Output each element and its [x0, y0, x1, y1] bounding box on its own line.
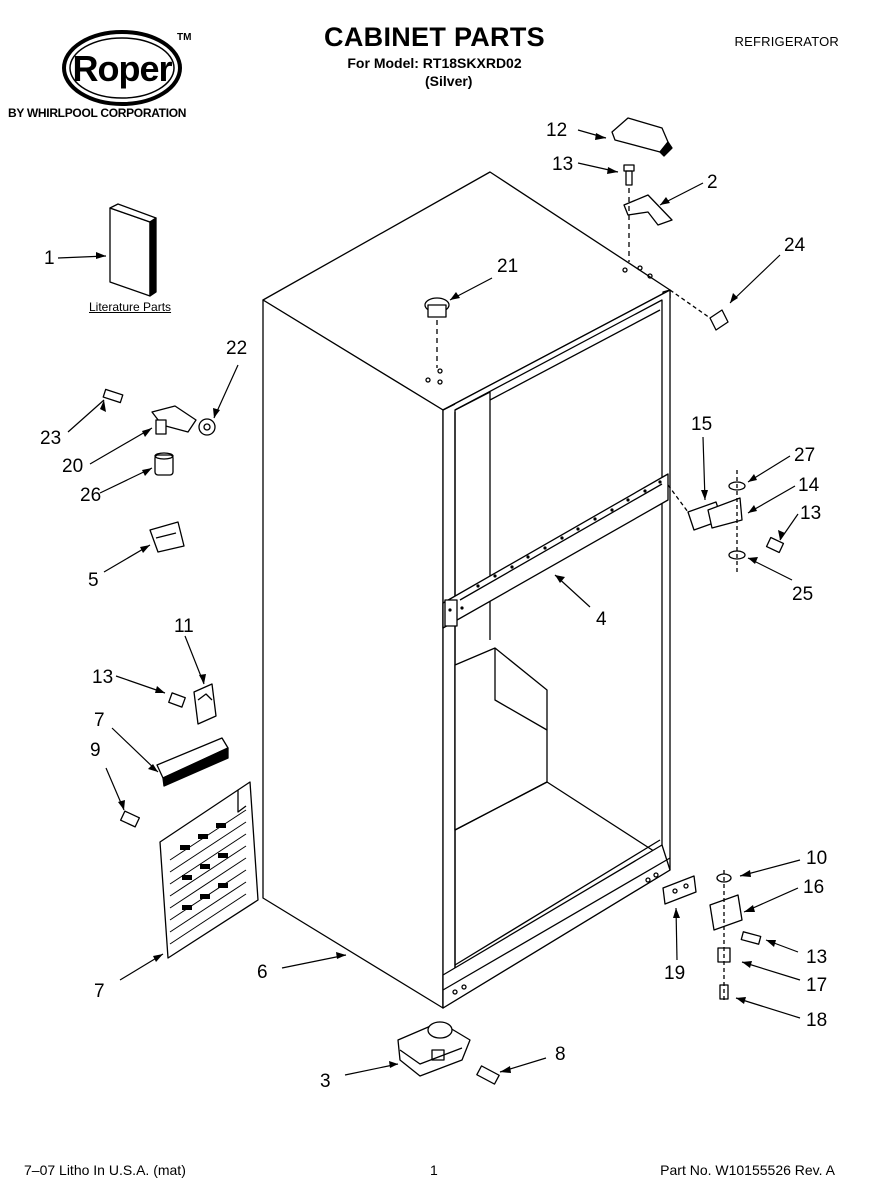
hinge-clip: [149, 521, 185, 553]
literature-book: [109, 203, 157, 297]
callout-25: 25: [792, 584, 813, 605]
callout-3: 3: [320, 1071, 331, 1092]
callout-13d: 13: [806, 947, 827, 968]
callout-8: 8: [555, 1044, 566, 1065]
foam-bar-7: [156, 737, 229, 787]
bottom-hinge-assembly: [709, 870, 762, 1000]
shim-19: [662, 875, 697, 905]
callout-23: 23: [40, 428, 61, 449]
callout-16: 16: [803, 877, 824, 898]
callout-13: 13: [552, 154, 573, 175]
category-label: REFRIGERATOR: [734, 34, 839, 49]
trademark-mark: TM: [177, 32, 191, 43]
model-line: For Model: RT18SKXRD02: [347, 55, 522, 71]
door-stop-bumper: [669, 289, 729, 331]
roper-logo: Roper TM: [60, 26, 192, 108]
leveling-roller: [397, 1021, 471, 1077]
clip-11: [168, 683, 217, 725]
callout-10: 10: [806, 848, 827, 869]
callout-27: 27: [794, 445, 815, 466]
byline: BY WHIRLPOOL CORPORATION: [8, 106, 187, 120]
callout-2: 2: [707, 172, 718, 193]
callout-4: 4: [596, 609, 607, 630]
literature-parts-label: Literature Parts: [89, 300, 172, 314]
hole-plug: [424, 297, 450, 368]
callout-11: 11: [174, 616, 194, 637]
logo-wordmark: Roper: [72, 48, 172, 89]
rear-access-cover: [159, 781, 259, 959]
callout-14: 14: [798, 475, 820, 496]
divider-rail: [442, 473, 669, 629]
callout-18: 18: [806, 1010, 827, 1031]
callout-17: 17: [806, 975, 827, 996]
callout-12: 12: [546, 120, 567, 141]
hinge-pin-assembly: [102, 388, 216, 476]
callout-24: 24: [784, 235, 806, 256]
callout-20: 20: [62, 456, 83, 477]
callout-13c: 13: [92, 667, 113, 688]
center-hinge-assembly: [667, 470, 785, 575]
callout-7b: 7: [94, 981, 105, 1002]
color-line: (Silver): [425, 73, 473, 89]
callout-5: 5: [88, 570, 99, 591]
callout-6: 6: [257, 962, 268, 983]
leveling-screw: [476, 1065, 500, 1085]
callout-13b: 13: [800, 503, 821, 524]
page-title: CABINET PARTS: [324, 22, 545, 52]
top-hinge-screw: [623, 164, 635, 186]
callout-26: 26: [80, 485, 101, 506]
screw-9: [119, 810, 141, 828]
callout-21: 21: [497, 256, 518, 277]
callout-1: 1: [44, 248, 55, 269]
top-hinge: [623, 188, 673, 262]
callout-15: 15: [691, 414, 712, 435]
callout-9: 9: [90, 740, 101, 761]
footer-litho: 7–07 Litho In U.S.A. (mat): [24, 1162, 186, 1178]
callout-22: 22: [226, 338, 247, 359]
callout-7a: 7: [94, 710, 105, 731]
top-hinge-cover: [611, 117, 673, 157]
callout-19: 19: [664, 963, 685, 984]
footer-part-number: Part No. W10155526 Rev. A: [660, 1162, 835, 1178]
footer-page-number: 1: [430, 1162, 438, 1178]
